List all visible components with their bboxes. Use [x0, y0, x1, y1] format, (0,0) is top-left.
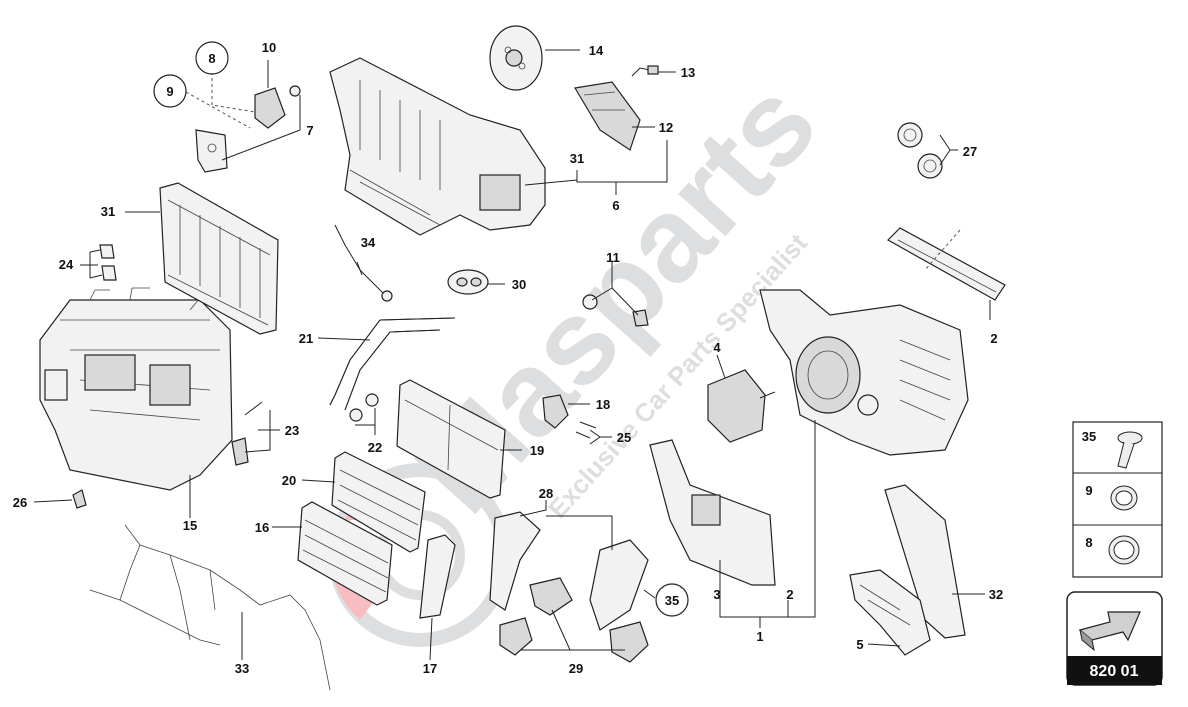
callout-circle-35 [655, 583, 689, 617]
callout-29: 29 [569, 661, 583, 676]
diagram-number: 820 01 [1090, 663, 1139, 680]
callout-34: 34 [361, 235, 376, 250]
arrow-icon [1078, 611, 1141, 652]
callout-32: 32 [989, 587, 1003, 602]
legend-label-8: 8 [1085, 535, 1092, 550]
part-18-actuator [542, 394, 569, 429]
callout-13: 13 [681, 65, 695, 80]
part-28-linkages [489, 511, 649, 631]
part-1-blower-assembly [759, 289, 969, 456]
part-29-actuators [499, 577, 649, 663]
callout-12: 12 [659, 120, 673, 135]
callout-11: 11 [606, 250, 620, 265]
callout-35: 35 [665, 593, 679, 608]
part-2-filter-frame [887, 227, 1006, 301]
legend-label-35: 35 [1082, 429, 1096, 444]
callout-28: 28 [539, 486, 553, 501]
hardware-legend: 35 9 8 [1072, 421, 1163, 578]
ring-icon [1110, 485, 1138, 511]
callout-23: 23 [285, 423, 299, 438]
seal-ring-icon [1108, 535, 1140, 565]
leader-lines [33, 49, 991, 661]
callout-10: 10 [262, 40, 276, 55]
part-14-cover [489, 25, 543, 91]
callout-14: 14 [589, 43, 604, 58]
part-33-wiring-harness [89, 524, 331, 691]
part-15-hvac-housing [39, 287, 233, 491]
part-12-seal [574, 81, 641, 151]
callout-25: 25 [617, 430, 631, 445]
callout-31-left: 31 [101, 204, 115, 219]
part-23-fasteners [231, 401, 263, 466]
callout-33: 33 [235, 661, 249, 676]
callout-2-bottom: 2 [786, 587, 793, 602]
part-6-upper-housing [329, 57, 546, 236]
callout-labels: 8 9 35 10 7 31 24 14 13 12 31 6 27 2 34 … [13, 40, 1003, 676]
callout-30: 30 [512, 277, 526, 292]
part-13-sensor [631, 65, 659, 77]
part-30-grommet [447, 269, 489, 295]
part-19-filter [396, 379, 506, 499]
callout-27: 27 [963, 144, 977, 159]
part-34-hose [334, 224, 393, 302]
part-10-actuator [195, 85, 301, 173]
part-3-duct-panel [649, 439, 776, 586]
callout-18: 18 [596, 397, 610, 412]
callout-19: 19 [530, 443, 544, 458]
callout-6: 6 [612, 198, 619, 213]
callout-2-top: 2 [990, 331, 997, 346]
callout-22: 22 [368, 440, 382, 455]
part-21-pipes [329, 317, 456, 411]
legend-label-9: 9 [1085, 483, 1092, 498]
callout-5: 5 [856, 637, 863, 652]
callout-3: 3 [713, 587, 720, 602]
callout-circle-9 [153, 74, 187, 108]
part-25-screws [575, 421, 597, 439]
callout-8: 8 [208, 51, 215, 66]
part-26-clip [72, 489, 87, 509]
callout-31-top: 31 [570, 151, 584, 166]
callout-7: 7 [306, 123, 313, 138]
part-24-clips [99, 244, 117, 281]
callout-15: 15 [183, 518, 197, 533]
callout-21: 21 [299, 331, 313, 346]
part-16-filter [297, 501, 393, 606]
screw-icon [1117, 431, 1143, 469]
callout-9: 9 [166, 84, 173, 99]
callout-4: 4 [713, 340, 721, 355]
diagram-badge: 820 01 [1066, 591, 1163, 686]
callout-1: 1 [756, 629, 763, 644]
callout-16: 16 [255, 520, 269, 535]
callout-24: 24 [59, 257, 74, 272]
callout-circle-8 [195, 41, 229, 75]
part-31-core-panel [159, 182, 279, 335]
callout-17: 17 [423, 661, 437, 676]
part-22-clips [349, 393, 379, 422]
part-20-filter-grill [331, 451, 426, 553]
part-17-flap [419, 534, 456, 619]
callout-20: 20 [282, 473, 296, 488]
part-4-blower-motor [707, 369, 776, 443]
part-27-grommets [897, 122, 943, 179]
callout-26: 26 [13, 495, 27, 510]
part-5-vent [849, 569, 931, 656]
